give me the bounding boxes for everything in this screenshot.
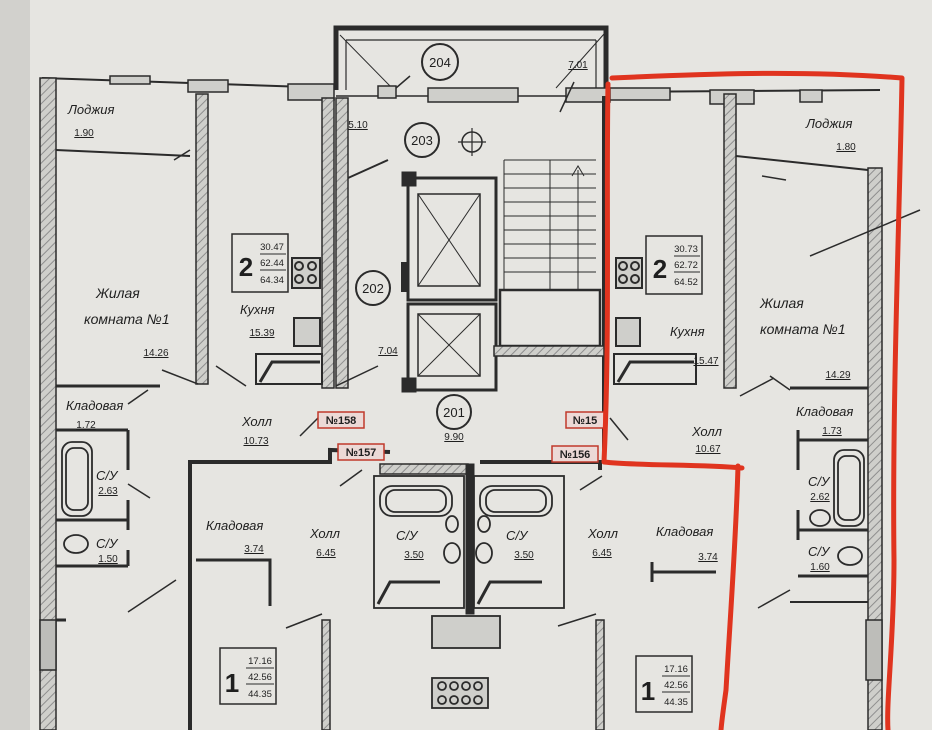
right-room-label-line2: комната №1 bbox=[760, 321, 846, 337]
central-core bbox=[335, 96, 606, 455]
core-room-201-area: 9.90 bbox=[444, 432, 464, 443]
core-room-204-label: 204 bbox=[429, 55, 451, 70]
left-kitchen-counter bbox=[255, 257, 323, 385]
right-2room-total: 62.72 bbox=[674, 260, 698, 271]
tag-158-label: №158 bbox=[326, 415, 357, 427]
left-2room-total-loggia: 64.34 bbox=[260, 275, 284, 286]
room-204-outline bbox=[333, 25, 609, 90]
right-bath1-area: 2.62 bbox=[810, 492, 830, 503]
left-loggia-label: Лоджия bbox=[67, 102, 115, 117]
right-1room-storage-area: 3.74 bbox=[698, 552, 718, 563]
right-2room-rooms: 2 bbox=[653, 254, 667, 284]
left-2room-summary: 2 30.47 62.44 64.34 bbox=[231, 233, 289, 293]
left-1room-storage-area: 3.74 bbox=[244, 544, 264, 555]
core-room-204-area-right: 7.01 bbox=[568, 60, 588, 71]
core-room-202-area: 7.04 bbox=[378, 346, 398, 357]
core-room-202-marker: 202 bbox=[355, 270, 391, 306]
middle-bathrooms bbox=[373, 475, 565, 709]
left-2room-total: 62.44 bbox=[260, 258, 284, 269]
left-bath1-area: 2.63 bbox=[98, 486, 118, 497]
core-room-203-marker: 203 bbox=[404, 122, 440, 158]
left-room-label-line1: Жилая bbox=[95, 285, 140, 301]
left-hall-label: Холл bbox=[241, 414, 273, 429]
right-1room-summary: 1 17.16 42.56 44.35 bbox=[635, 655, 693, 713]
right-1room-rooms: 1 bbox=[641, 676, 655, 706]
right-1room-total: 42.56 bbox=[664, 680, 688, 691]
tag-158: №158 bbox=[317, 411, 365, 429]
facade-windows bbox=[109, 75, 823, 105]
core-room-204-area-left: 5.10 bbox=[348, 120, 368, 131]
left-1room-summary: 1 17.16 42.56 44.35 bbox=[219, 647, 277, 705]
core-room-203-label: 203 bbox=[411, 133, 433, 148]
core-room-201-label: 201 bbox=[443, 405, 465, 420]
right-1room-bath-label: С/У bbox=[506, 528, 529, 543]
left-1room-total: 42.56 bbox=[248, 672, 272, 683]
left-1room-storage-label: Кладовая bbox=[206, 518, 263, 533]
right-bath1-label: С/У bbox=[808, 474, 831, 489]
tag-15-label: №15 bbox=[573, 415, 598, 427]
left-1room-total-loggia: 44.35 bbox=[248, 689, 272, 700]
right-storage-area: 1.73 bbox=[822, 426, 842, 437]
left-kitchen-label: Кухня bbox=[240, 302, 275, 317]
left-2room-living: 30.47 bbox=[260, 242, 284, 253]
lower-apartment-walls bbox=[196, 558, 716, 730]
tag-156: №156 bbox=[551, 445, 599, 463]
right-kitchen-label: Кухня bbox=[670, 324, 705, 339]
left-apartment-walls bbox=[39, 77, 335, 730]
left-storage-area: 1.72 bbox=[76, 420, 96, 431]
right-2room-total-loggia: 64.52 bbox=[674, 277, 698, 288]
left-2room-rooms: 2 bbox=[239, 252, 253, 282]
left-1room-bath-area: 3.50 bbox=[404, 550, 424, 561]
right-bath2-area: 1.60 bbox=[810, 562, 830, 573]
core-room-202-label: 202 bbox=[362, 281, 384, 296]
left-bath2-area: 1.50 bbox=[98, 554, 118, 565]
right-loggia-label: Лоджия bbox=[805, 116, 853, 131]
right-2room-living: 30.73 bbox=[674, 244, 698, 255]
right-1room-hall-area: 6.45 bbox=[592, 548, 612, 559]
left-storage-label: Кладовая bbox=[66, 398, 123, 413]
left-1room-hall-area: 6.45 bbox=[316, 548, 336, 559]
tag-156-label: №156 bbox=[560, 449, 591, 461]
right-hall-label: Холл bbox=[691, 424, 723, 439]
left-hall-area: 10.73 bbox=[243, 436, 268, 447]
left-bath1-label: С/У bbox=[96, 468, 119, 483]
right-1room-total-loggia: 44.35 bbox=[664, 697, 688, 708]
left-1room-rooms: 1 bbox=[225, 668, 239, 698]
tag-15: №15 bbox=[565, 411, 605, 429]
right-loggia-area: 1.80 bbox=[836, 142, 856, 153]
left-bath-fixtures bbox=[61, 441, 93, 554]
right-kitchen-area: 15.47 bbox=[693, 356, 718, 367]
right-bath2-label: С/У bbox=[808, 544, 831, 559]
right-apartment-walls bbox=[723, 93, 883, 730]
left-1room-living: 17.16 bbox=[248, 656, 272, 667]
right-1room-storage-label: Кладовая bbox=[656, 524, 713, 539]
right-kitchen-counter bbox=[613, 257, 697, 385]
tag-157: №157 bbox=[337, 443, 385, 461]
left-room-area: 14.26 bbox=[143, 348, 168, 359]
right-room-label-line1: Жилая bbox=[759, 295, 804, 311]
door-lines bbox=[127, 75, 921, 629]
right-hall-area: 10.67 bbox=[695, 444, 720, 455]
right-1room-bath-area: 3.50 bbox=[514, 550, 534, 561]
left-1room-hall-label: Холл bbox=[309, 526, 341, 541]
highlight-outline bbox=[601, 70, 905, 730]
right-2room-summary: 2 30.73 62.72 64.52 bbox=[645, 235, 703, 295]
right-1room-living: 17.16 bbox=[664, 664, 688, 675]
left-1room-bath-label: С/У bbox=[396, 528, 419, 543]
right-room-area: 14.29 bbox=[825, 370, 850, 381]
core-room-201-marker: 201 bbox=[436, 394, 472, 430]
left-loggia-area: 1.90 bbox=[74, 128, 94, 139]
left-room-label-line2: комната №1 bbox=[84, 311, 170, 327]
left-bath2-label: С/У bbox=[96, 536, 119, 551]
left-kitchen-area: 15.39 bbox=[249, 328, 274, 339]
tag-157-label: №157 bbox=[346, 447, 377, 459]
right-storage-label: Кладовая bbox=[796, 404, 853, 419]
paper-shadow bbox=[0, 0, 30, 730]
core-room-204-marker: 204 bbox=[421, 43, 459, 81]
right-1room-hall-label: Холл bbox=[587, 526, 619, 541]
right-bath-fixtures bbox=[809, 449, 865, 566]
